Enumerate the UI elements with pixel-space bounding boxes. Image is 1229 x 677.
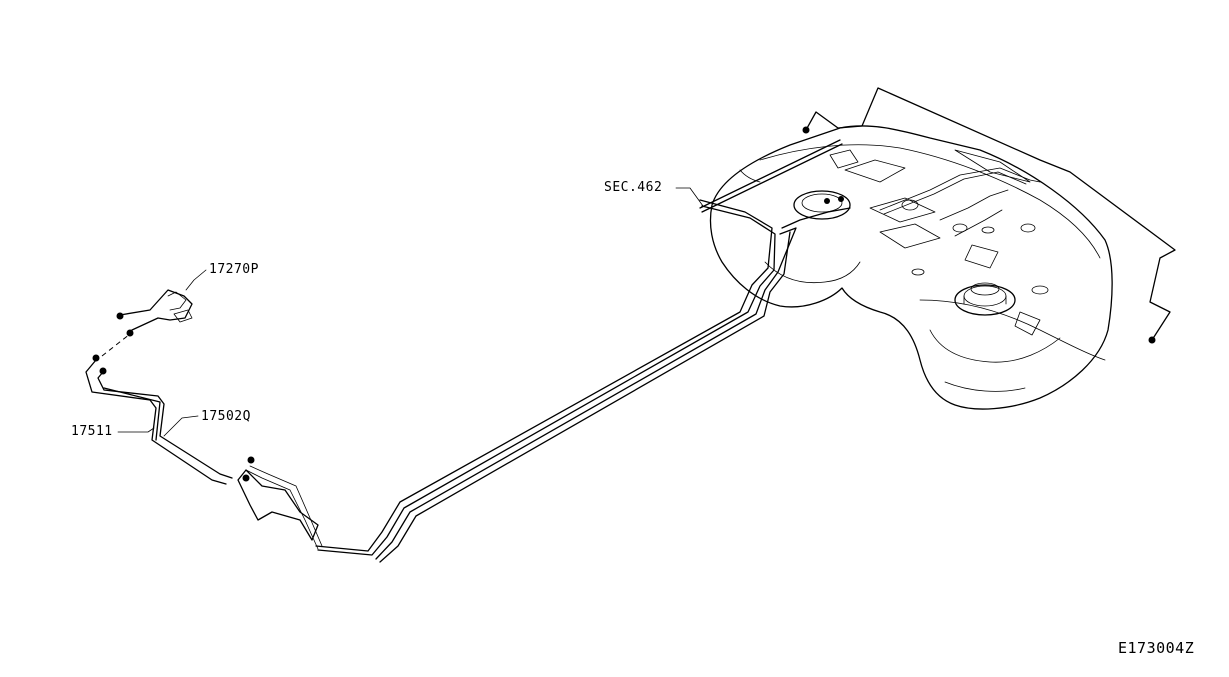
fuel-tank xyxy=(709,125,1113,410)
callout-17502q: 17502Q xyxy=(201,409,251,424)
leader-lines xyxy=(117,187,704,437)
tube-17511 xyxy=(85,333,233,485)
callout-17511: 17511 xyxy=(71,424,113,439)
figure-code: E173004Z xyxy=(1118,639,1195,657)
callout-17270p: 17270P xyxy=(209,262,259,277)
part-17270p xyxy=(116,289,193,337)
fuel-tube-bundle xyxy=(237,139,851,563)
body-reference-line xyxy=(802,87,1176,344)
callout-section-ref: SEC.462 xyxy=(604,180,663,195)
